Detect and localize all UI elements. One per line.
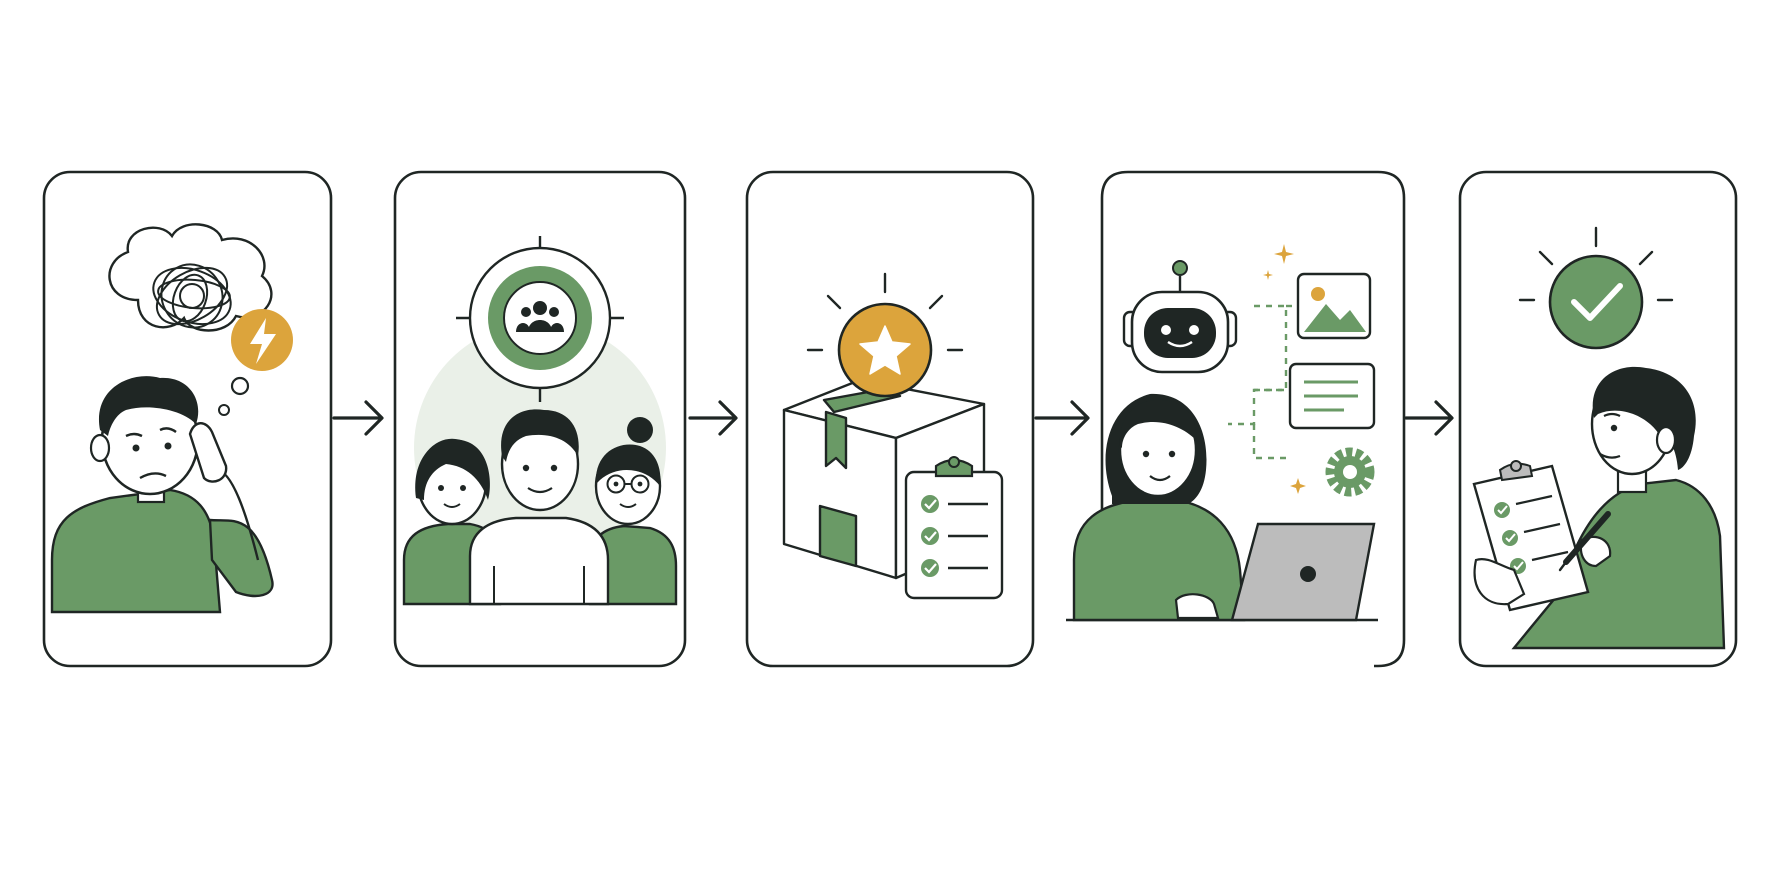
robot-icon (1122, 260, 1238, 374)
connector-arrow-2 (688, 400, 738, 436)
workflow-lines (1228, 304, 1298, 460)
connector-arrow-1 (332, 400, 384, 436)
clipboard-checklist-icon (904, 456, 1004, 600)
person-icon (588, 417, 678, 606)
step-5-panel (1458, 170, 1738, 668)
person-icon (1072, 393, 1246, 622)
step-4-panel (1066, 170, 1406, 668)
connector-arrow-3 (1034, 400, 1090, 436)
people-group-icon (516, 301, 564, 332)
gear-icon (1325, 447, 1375, 497)
sparkle-icon (1263, 244, 1306, 494)
image-icon (1296, 272, 1372, 340)
person-icon (468, 409, 610, 606)
step-4-frame (1100, 170, 1406, 668)
pen-icon (1558, 511, 1611, 572)
target-icon (456, 236, 624, 402)
check-badge-icon (1548, 254, 1644, 350)
step-3-panel (745, 170, 1035, 668)
text-card-icon (1288, 362, 1376, 430)
laptop-icon (1230, 522, 1376, 622)
tangled-lines-icon (152, 263, 232, 329)
hand-icon (1473, 535, 1612, 606)
lightning-bolt-icon (231, 309, 293, 371)
star-badge-icon (837, 302, 933, 398)
step-1-panel (42, 170, 333, 668)
person-icon (50, 376, 274, 614)
connector-arrow-4 (1404, 400, 1454, 436)
step-2-panel (393, 170, 687, 668)
glow-rays-icon (1518, 226, 1674, 302)
glow-rays-icon (806, 272, 964, 352)
person-icon (1511, 366, 1726, 650)
